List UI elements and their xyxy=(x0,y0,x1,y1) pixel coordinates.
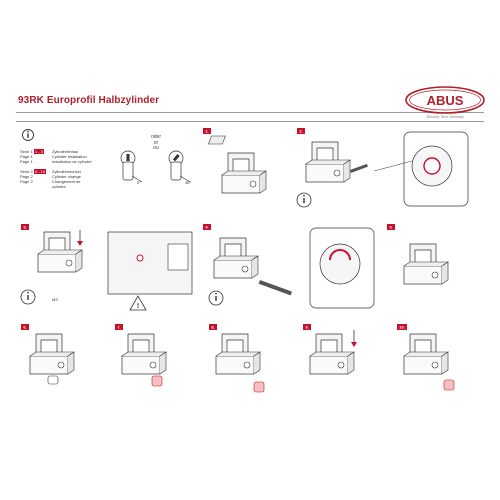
serie2-desc-0: Zylinderwechsel xyxy=(52,169,81,174)
brand-tagline: Security Tech Germany xyxy=(426,115,464,119)
serie1-line-2: Page 1 xyxy=(20,159,33,164)
step-number-6: 6. xyxy=(23,325,26,330)
header-divider xyxy=(16,112,484,113)
serie2-block: Serie 2 6 - 10 Page 2 Page 2 xyxy=(20,169,47,184)
page-title: 93RK Europrofil Halbzylinder xyxy=(18,95,160,106)
or-en: or xyxy=(153,139,159,146)
serie2-label: Serie 2 xyxy=(20,169,33,174)
step-number-9: 9. xyxy=(305,325,308,330)
step-panel-8: 8. xyxy=(206,322,296,414)
step-number-3: 3. xyxy=(23,225,26,230)
serie2-desc: Zylinderwechsel Cylinder change Changeme… xyxy=(52,169,81,189)
step-number-10: 10. xyxy=(399,325,405,330)
step-number-5: 5. xyxy=(389,225,392,230)
serie2-line-2: Page 2 xyxy=(20,179,33,184)
serie1-range: 1 - 3 xyxy=(33,149,44,154)
step-number-7: 7. xyxy=(117,325,120,330)
serie1-desc: Zylindereinbau Cylinder installation Ins… xyxy=(52,149,92,164)
step-number-8: 8. xyxy=(211,325,214,330)
abus-logo: ABUS xyxy=(404,85,486,119)
intro-panel xyxy=(18,126,198,211)
or-de: oder xyxy=(150,134,161,140)
step-number-1: 1. xyxy=(205,129,208,134)
step-panel-6: 6. xyxy=(18,322,108,414)
serie1-line-1: Page 1 xyxy=(20,154,33,159)
step-panel-9: 9. xyxy=(300,322,390,414)
hex-size-label: M3 xyxy=(52,297,58,302)
step-number-2: 2. xyxy=(299,129,302,134)
or-fr: ou xyxy=(153,145,159,151)
angle-right: 45° xyxy=(185,180,192,185)
serie2-line-1: Page 2 xyxy=(20,174,33,179)
serie2-desc-3: cylindre xyxy=(52,184,66,189)
serie1-desc-2: Installation de cylindre xyxy=(52,159,92,164)
section-divider xyxy=(16,121,484,122)
step-panel-2: 2. xyxy=(294,126,484,211)
warning-icon xyxy=(129,295,147,311)
brand-text: ABUS xyxy=(427,93,464,108)
or-label: oder or ou xyxy=(145,134,167,152)
step-panel-4: 4. xyxy=(200,222,380,314)
step-panel-10: 10. xyxy=(394,322,484,414)
serie1-desc-1: Cylinder installation xyxy=(52,154,87,159)
serie1-block: Serie 1 1 - 3 Page 1 Page 1 xyxy=(20,149,44,164)
serie2-range: 6 - 10 xyxy=(33,169,47,174)
step-panel-5: 5. xyxy=(384,222,484,314)
step-panel-7: 7. xyxy=(112,322,202,414)
serie1-desc-0: Zylindereinbau xyxy=(52,149,79,154)
step-number-4: 4. xyxy=(205,225,208,230)
serie2-desc-2: Changement de xyxy=(52,179,81,184)
step-panel-1: 1. xyxy=(200,126,290,211)
svg-text:!: ! xyxy=(137,303,139,310)
serie2-desc-1: Cylinder change xyxy=(52,174,81,179)
serie1-label: Serie 1 xyxy=(20,149,33,154)
step-badge-1 xyxy=(203,128,211,134)
step-panel-3: 3. M3 ! xyxy=(18,222,196,314)
angle-left: 0° xyxy=(137,180,141,185)
